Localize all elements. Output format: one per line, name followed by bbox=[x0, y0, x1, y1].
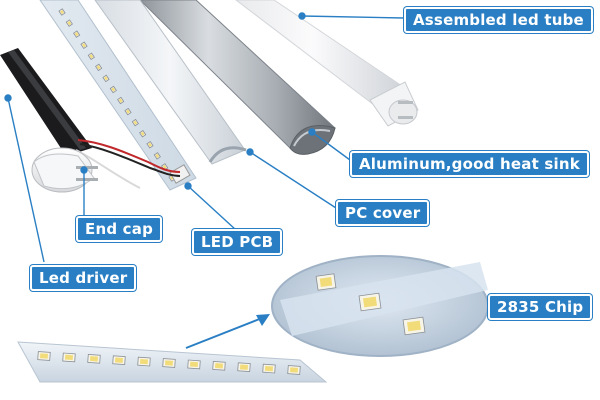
led-chip bbox=[62, 352, 76, 363]
led-chip bbox=[58, 8, 66, 16]
pc-cover bbox=[94, 0, 247, 165]
led-pcb-label: LED PCB bbox=[192, 229, 283, 255]
end-cap bbox=[31, 147, 98, 193]
led-strip-bottom bbox=[17, 341, 328, 383]
led-chip bbox=[73, 30, 81, 38]
led-chip bbox=[262, 363, 276, 374]
led-chip bbox=[237, 362, 251, 373]
led-chip bbox=[37, 351, 51, 361]
led-chip bbox=[109, 85, 117, 94]
led-chip bbox=[162, 358, 176, 368]
led-chip bbox=[153, 152, 161, 160]
end-cap-label: End cap bbox=[76, 216, 163, 242]
led-chip bbox=[112, 355, 126, 366]
aluminum-profile bbox=[139, 0, 336, 155]
assembled-tube bbox=[235, 0, 419, 127]
led-chip bbox=[137, 356, 151, 367]
led-chip bbox=[212, 360, 226, 371]
led-chip bbox=[95, 63, 103, 72]
led-chip bbox=[139, 129, 147, 138]
led-chip bbox=[287, 365, 301, 375]
chip-zoom-view bbox=[271, 255, 489, 357]
led-chip bbox=[87, 353, 101, 364]
zoom-arrow bbox=[185, 314, 270, 349]
led-chip bbox=[117, 96, 125, 105]
led-pcb bbox=[39, 0, 197, 191]
led-chip bbox=[124, 107, 132, 116]
pc-cover-label: PC cover bbox=[336, 200, 430, 226]
chip-label: 2835 Chip bbox=[488, 294, 593, 320]
assembled-tube-label: Assembled led tube bbox=[404, 7, 593, 33]
aluminum-label: Aluminum,good heat sink bbox=[350, 151, 589, 177]
led-chip bbox=[131, 118, 139, 127]
led-chip bbox=[80, 41, 88, 49]
led-chip bbox=[65, 19, 73, 27]
led-chip bbox=[87, 52, 95, 61]
led-chip bbox=[402, 316, 426, 336]
strip-chip-row bbox=[37, 351, 301, 375]
led-driver-label: Led driver bbox=[30, 265, 137, 291]
led-chip bbox=[146, 141, 154, 149]
led-chip bbox=[187, 359, 201, 370]
zoom-chip-row bbox=[315, 273, 426, 336]
led-chip bbox=[102, 74, 110, 83]
led-chip bbox=[315, 273, 337, 291]
pcb-chip-row bbox=[58, 8, 176, 182]
led-chip bbox=[358, 292, 382, 312]
